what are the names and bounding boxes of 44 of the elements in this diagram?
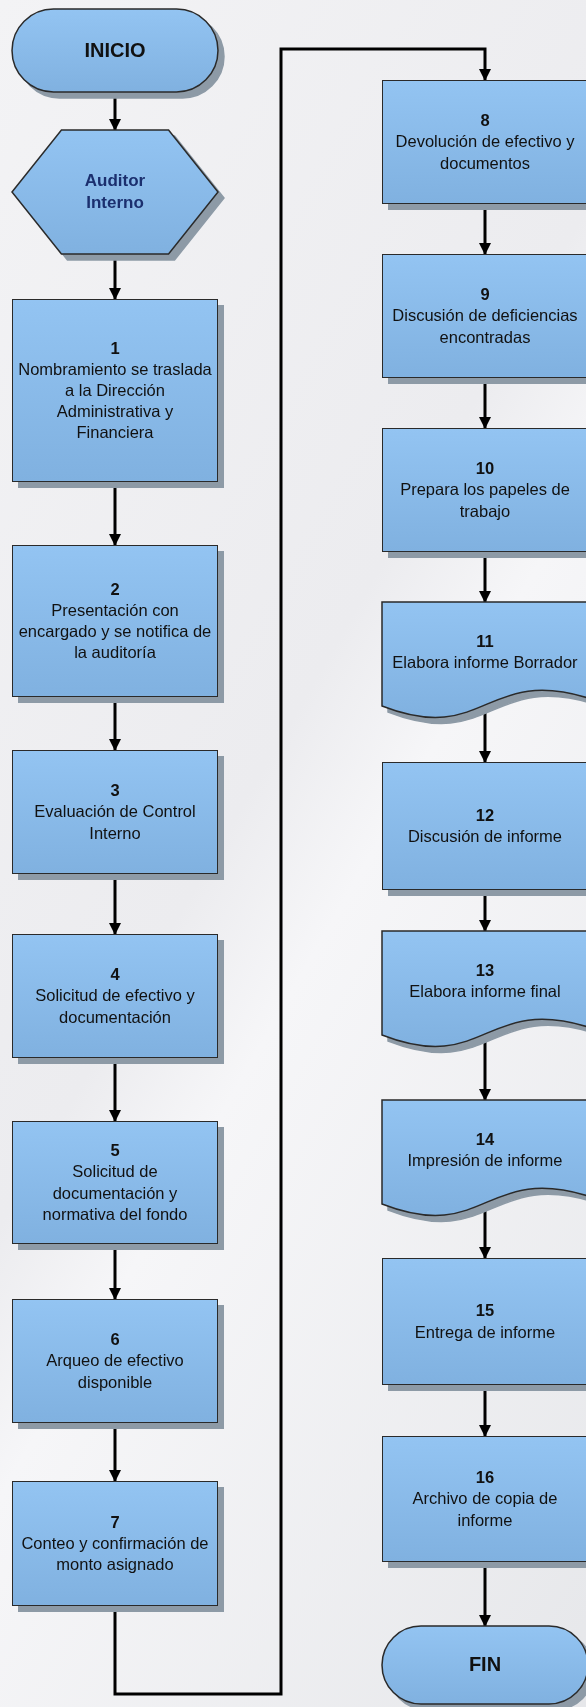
step-number: 1 bbox=[110, 337, 120, 359]
step-number: 10 bbox=[475, 458, 495, 480]
step-description: Discusión de deficiencias encontradas bbox=[391, 305, 579, 348]
arrow bbox=[109, 92, 121, 131]
step-number: 6 bbox=[110, 1329, 120, 1351]
arrow bbox=[113, 47, 491, 1696]
step-description: Solicitud de documentación y normativa del fondo bbox=[41, 1161, 189, 1225]
step-description: Solicitud de efectivo y documentación bbox=[34, 985, 196, 1028]
step-description: Discusión de informe bbox=[407, 826, 563, 847]
step-description: Entrega de informe bbox=[414, 1321, 556, 1343]
terminator-shape bbox=[382, 1626, 586, 1704]
arrow bbox=[109, 254, 121, 300]
step-description: Devolución de efectivo y documentos bbox=[394, 131, 576, 174]
terminator-label: INICIO bbox=[84, 37, 146, 63]
step-description: Evaluación de Control Interno bbox=[33, 801, 197, 844]
step-description: Impresión de informe bbox=[407, 1150, 563, 1171]
arrow bbox=[479, 1034, 491, 1101]
step-number: 8 bbox=[480, 110, 490, 132]
step-number: 4 bbox=[110, 964, 120, 986]
arrow bbox=[479, 1203, 491, 1259]
step-description: Nombramiento se traslada a la Dirección Administrativa y Financiera bbox=[17, 358, 213, 444]
step-number: 15 bbox=[475, 1300, 495, 1322]
step-description: Presentación con encargado y se notifica de la auditoría bbox=[17, 599, 213, 664]
role-label: Auditor Interno bbox=[83, 170, 147, 214]
step-description: Prepara los papeles de trabajo bbox=[399, 479, 571, 522]
step-number: 12 bbox=[475, 804, 495, 826]
hexagon-shape bbox=[12, 130, 218, 254]
terminator-label: FIN bbox=[468, 1652, 502, 1678]
step-description: Elabora informe Borrador bbox=[392, 652, 578, 673]
step-number: 2 bbox=[110, 578, 120, 600]
step-number: 7 bbox=[110, 1511, 120, 1533]
terminator-shape bbox=[12, 9, 218, 92]
step-number: 5 bbox=[110, 1140, 120, 1162]
step-description: Arqueo de efectivo disponible bbox=[45, 1350, 185, 1393]
step-number: 13 bbox=[475, 959, 495, 981]
step-number: 14 bbox=[475, 1128, 495, 1150]
step-description: Archivo de copia de informe bbox=[411, 1488, 559, 1531]
step-description: Elabora informe final bbox=[409, 981, 561, 1002]
step-number: 16 bbox=[475, 1467, 495, 1489]
step-number: 11 bbox=[476, 630, 494, 652]
step-description: Conteo y confirmación de monto asignado bbox=[20, 1532, 210, 1576]
step-number: 9 bbox=[480, 284, 490, 306]
step-number: 3 bbox=[110, 780, 120, 802]
arrow bbox=[479, 705, 491, 763]
